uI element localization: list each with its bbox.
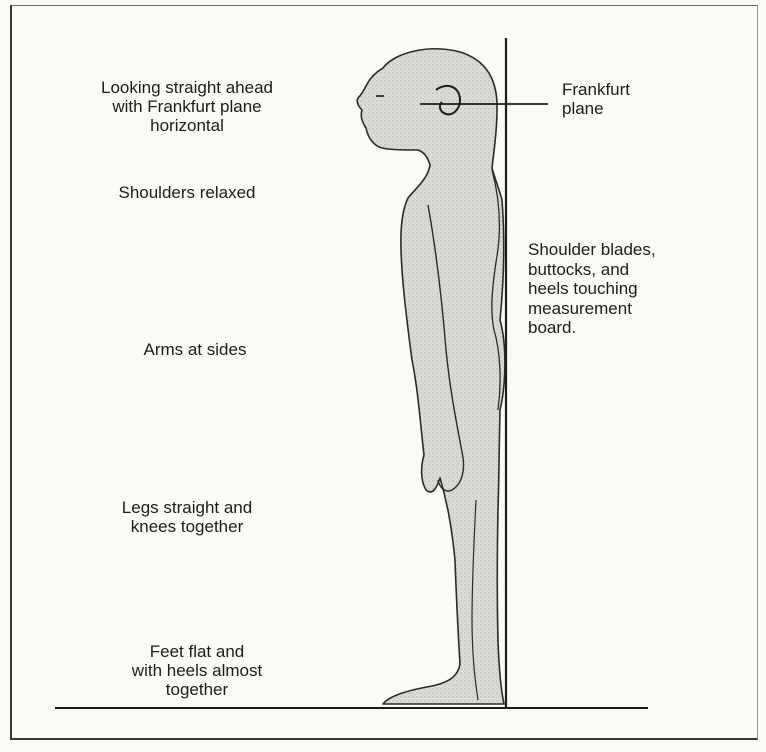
label-line: Legs straight and <box>52 498 322 517</box>
label-line: Shoulders relaxed <box>52 183 322 202</box>
label-arms-at-sides: Arms at sides <box>60 340 330 359</box>
label-line: measurement <box>528 299 656 319</box>
label-line: Frankfurt <box>562 80 630 99</box>
label-feet-flat: Feet flat and with heels almost together <box>62 642 332 699</box>
label-line: Looking straight ahead <box>52 78 322 97</box>
label-line: Arms at sides <box>60 340 330 359</box>
label-legs-straight: Legs straight and knees together <box>52 498 322 536</box>
label-shoulders-relaxed: Shoulders relaxed <box>52 183 322 202</box>
label-line: knees together <box>52 517 322 536</box>
label-line: Feet flat and <box>62 642 332 661</box>
label-line: buttocks, and <box>528 260 656 280</box>
label-frankfurt-plane: Frankfurt plane <box>562 80 630 118</box>
label-line: together <box>62 680 332 699</box>
label-line: with Frankfurt plane <box>52 97 322 116</box>
label-looking-straight-ahead: Looking straight ahead with Frankfurt pl… <box>52 78 322 135</box>
label-line: with heels almost <box>62 661 332 680</box>
label-touching-board: Shoulder blades, buttocks, and heels tou… <box>528 240 656 338</box>
label-line: board. <box>528 318 656 338</box>
label-line: Shoulder blades, <box>528 240 656 260</box>
label-line: horizontal <box>52 116 322 135</box>
label-line: plane <box>562 99 630 118</box>
label-line: heels touching <box>528 279 656 299</box>
body-silhouette <box>357 49 505 704</box>
